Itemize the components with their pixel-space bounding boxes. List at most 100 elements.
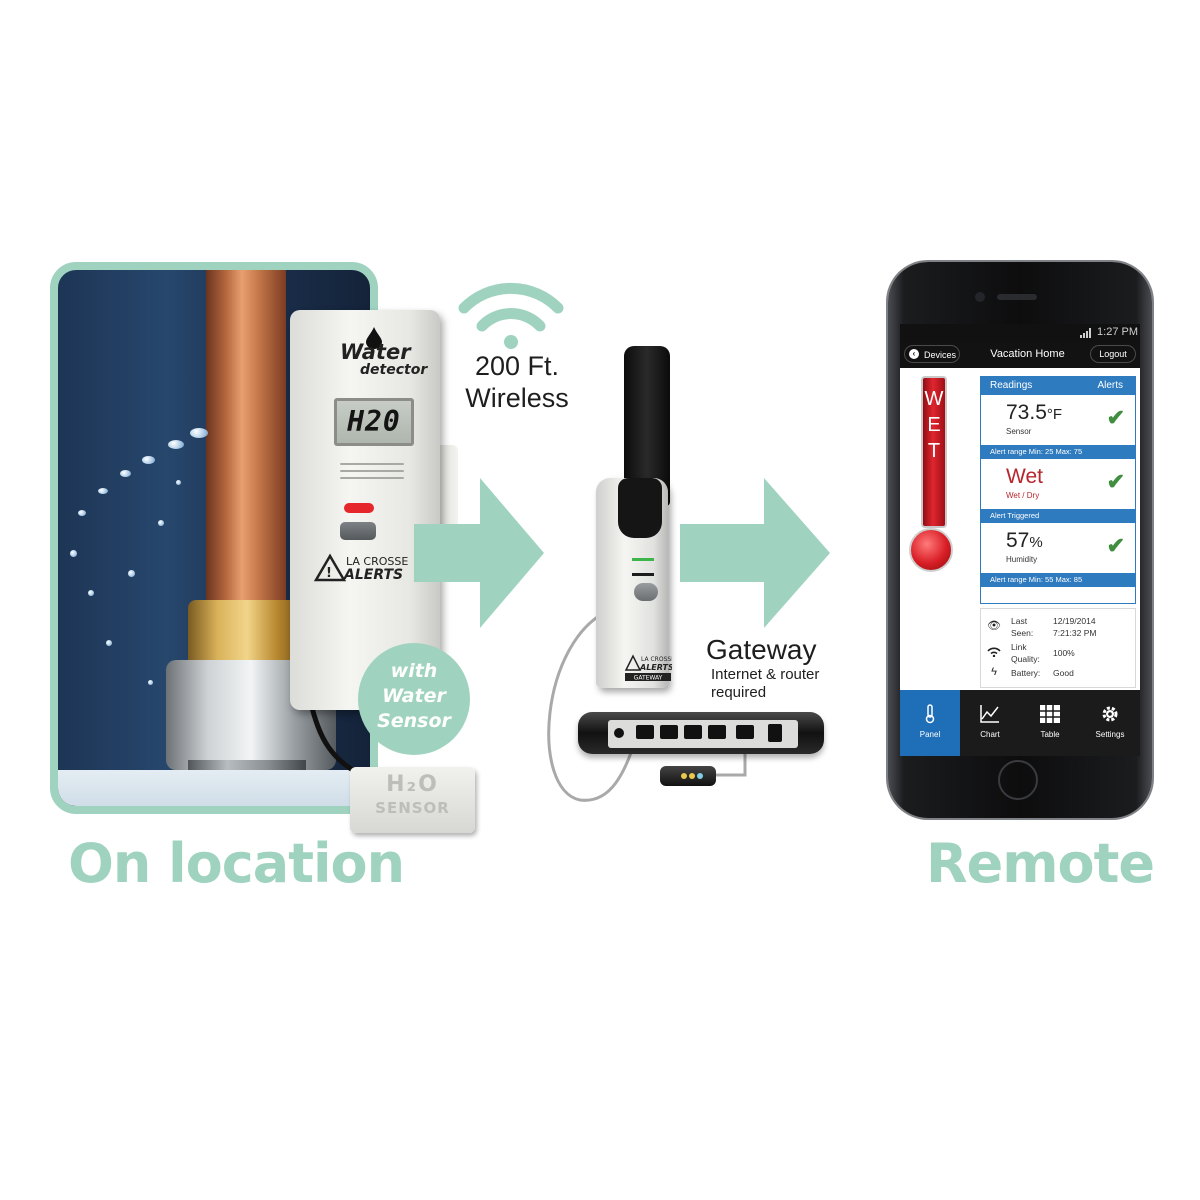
logout-button[interactable]: Logout (1090, 345, 1136, 363)
status-time: 1:27 PM (1097, 326, 1138, 338)
wireless-label: Wireless (465, 383, 569, 413)
reading-temperature[interactable]: 73.5°F Sensor ✔ (981, 395, 1135, 445)
water-drop (128, 570, 135, 577)
on-location-caption: On location (68, 832, 405, 895)
gateway-subtitle: Internet & router required (711, 666, 841, 702)
earpiece-speaker (997, 294, 1037, 300)
status-bar: 1:27 PM (900, 324, 1140, 342)
front-camera (975, 292, 985, 302)
reading-value: 57% (1006, 529, 1043, 552)
reading-value: Wet (1006, 465, 1043, 488)
device-info-panel: 👁 Last Seen: 12/19/2014 7:21:32 PM Link … (980, 608, 1136, 688)
router-port-panel (608, 720, 798, 748)
gateway-subtitle-line1: Internet & router (711, 666, 820, 683)
tab-chart[interactable]: Chart (960, 690, 1020, 756)
thermometer-text: W E T (923, 386, 945, 464)
thermometer-icon (925, 704, 935, 724)
tab-settings[interactable]: Settings (1080, 690, 1140, 756)
link-quality-label: Link Quality: (1011, 642, 1040, 664)
back-button-label: Devices (924, 350, 957, 360)
badge-line3: Sensor (377, 710, 451, 732)
wifi-icon (987, 647, 1001, 657)
svg-text:ALERTS: ALERTS (343, 567, 403, 582)
ethernet-port (708, 725, 726, 739)
panel-content: W E T Readings Alerts 73.5°F Sensor ✔ Al… (900, 368, 1140, 690)
gateway-button[interactable] (634, 583, 658, 601)
back-button[interactable]: ‹ Devices (904, 345, 960, 363)
speaker-grille (340, 458, 404, 486)
gateway-subtitle-line2: required (711, 684, 767, 701)
h2o-sensor-line1: H₂O (386, 772, 439, 797)
reading-humidity[interactable]: 57% Humidity ✔ (981, 523, 1135, 573)
nav-bar: ‹ Devices Vacation Home Logout (900, 342, 1140, 368)
chart-icon (980, 705, 999, 723)
wet-thermometer-icon: W E T (921, 376, 947, 528)
checkmark-icon: ✔ (1106, 469, 1125, 494)
app-screen: 1:27 PM ‹ Devices Vacation Home Logout W… (900, 324, 1140, 756)
lcd-display: H20 (334, 398, 414, 446)
arrow-right-icon (414, 478, 544, 628)
svg-text:LA CROSSE: LA CROSSE (346, 555, 408, 568)
alert-range: Alert range Min: 25 Max: 75 (981, 445, 1135, 459)
alert-range: Alert range Min: 55 Max: 85 (981, 573, 1135, 587)
reading-value: 73.5°F (1006, 401, 1063, 424)
readings-header-label: Readings (990, 380, 1033, 391)
detector-brand: Water detector (340, 342, 430, 378)
thermometer-letter: T (927, 440, 941, 462)
battery-value: Good (1053, 668, 1074, 678)
eye-icon: 👁 (987, 620, 1001, 632)
thermometer-letter: W (924, 388, 944, 410)
signal-strength-icon (1080, 328, 1091, 338)
last-seen-label: Last Seen: (1011, 616, 1034, 638)
chevron-left-icon: ‹ (909, 349, 919, 359)
svg-text:!: ! (326, 566, 332, 581)
reading-label: Humidity (1006, 555, 1038, 564)
water-drop (190, 428, 208, 438)
water-drop (142, 456, 155, 464)
checkmark-icon: ✔ (1106, 533, 1125, 558)
badge-line2: Water (382, 685, 446, 707)
gear-icon (1102, 706, 1118, 722)
ethernet-port (636, 725, 654, 739)
detector-button[interactable] (340, 522, 376, 540)
alerts-header-label: Alerts (1097, 380, 1123, 391)
thermometer-letter: E (927, 414, 941, 436)
water-drop (120, 470, 131, 477)
brass-fitting (188, 600, 306, 670)
readings-panel: Readings Alerts 73.5°F Sensor ✔ Alert ra… (980, 376, 1136, 604)
water-drop-icon (366, 327, 382, 349)
ethernet-port (684, 725, 702, 739)
with-water-sensor-badge: with Water Sensor (358, 643, 470, 755)
water-drop (158, 520, 164, 526)
tab-panel[interactable]: Panel (900, 690, 960, 756)
tab-label: Table (1040, 730, 1060, 739)
water-drop (168, 440, 184, 449)
lightning-icon: ϟ (991, 666, 997, 678)
readings-header: Readings Alerts (981, 377, 1135, 395)
battery-label: Battery: (1011, 668, 1041, 678)
la-crosse-alerts-logo: ! LA CROSSE ALERTS (313, 553, 408, 582)
ethernet-port (736, 725, 754, 739)
tab-table[interactable]: Table (1020, 690, 1080, 756)
wifi-signal-icon (458, 282, 564, 349)
power-port (614, 728, 624, 738)
usb-dongle (660, 766, 716, 786)
water-drop (148, 680, 153, 685)
svg-text:LA CROSSE: LA CROSSE (641, 656, 672, 663)
reading-wet-dry[interactable]: Wet Wet / Dry ✔ (981, 459, 1135, 509)
badge-line1: with (390, 660, 438, 682)
last-seen-time: 7:21:32 PM (1053, 628, 1097, 638)
gateway-title: Gateway (706, 634, 817, 665)
tab-bar: Panel Chart Table Settings (900, 690, 1140, 756)
home-button[interactable] (998, 760, 1038, 800)
thermometer-bulb (909, 528, 953, 572)
wireless-distance: 200 Ft. (474, 351, 560, 381)
rf-led-indicator (632, 558, 654, 561)
h2o-sensor-line2: SENSOR (375, 799, 450, 817)
water-drop (98, 488, 108, 494)
tab-label: Chart (980, 730, 1000, 739)
water-drop (88, 590, 94, 596)
water-drop (78, 510, 86, 516)
water-basin (58, 770, 370, 806)
remote-caption: Remote (926, 832, 1155, 895)
